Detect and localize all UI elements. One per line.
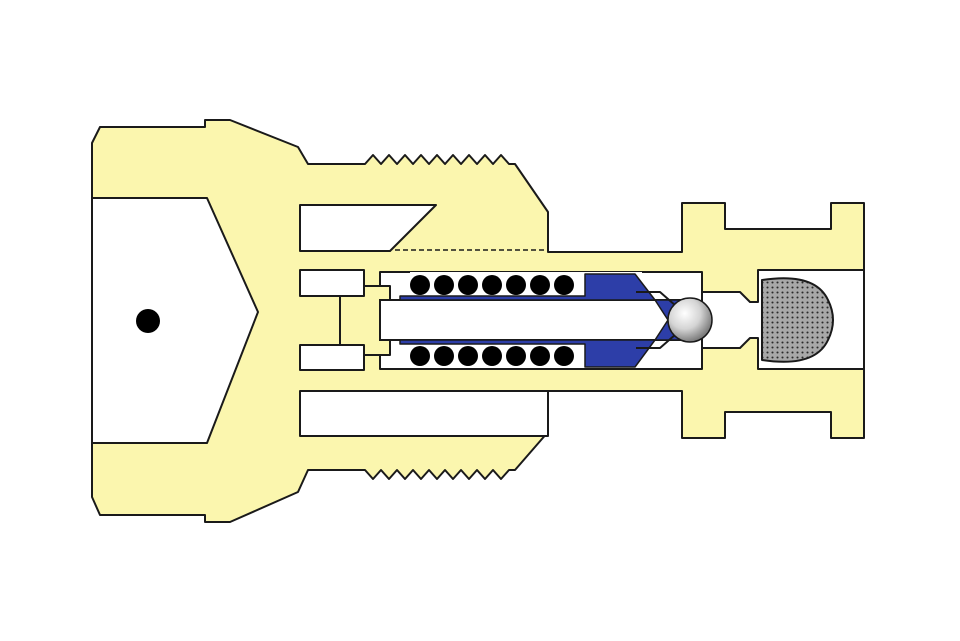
- seal-top: [399, 273, 656, 301]
- spring-coil-bottom-5: [506, 346, 526, 366]
- spring: [410, 275, 574, 366]
- check-ball: [667, 297, 713, 343]
- spring-coil-top-7: [554, 275, 574, 295]
- spring-coil-top-5: [506, 275, 526, 295]
- spring-coil-top-4: [482, 275, 502, 295]
- spring-coil-bottom-2: [434, 346, 454, 366]
- spring-coil-bottom-6: [530, 346, 550, 366]
- spring-coil-top-2: [434, 275, 454, 295]
- spring-coil-bottom-3: [458, 346, 478, 366]
- port-hole-dot: [136, 309, 160, 333]
- spring-coil-bottom-4: [482, 346, 502, 366]
- inlet-port-cavity: [91, 197, 259, 444]
- spring-coil-top-1: [410, 275, 430, 295]
- lower-passage: [299, 390, 549, 437]
- stem-rod: [379, 299, 681, 341]
- spring-coil-bottom-7: [554, 346, 574, 366]
- spring-coil-top-3: [458, 275, 478, 295]
- spring-coil-bottom-1: [410, 346, 430, 366]
- filter-screen: [761, 277, 834, 363]
- spring-coil-top-6: [530, 275, 550, 295]
- upper-passage: [299, 204, 437, 252]
